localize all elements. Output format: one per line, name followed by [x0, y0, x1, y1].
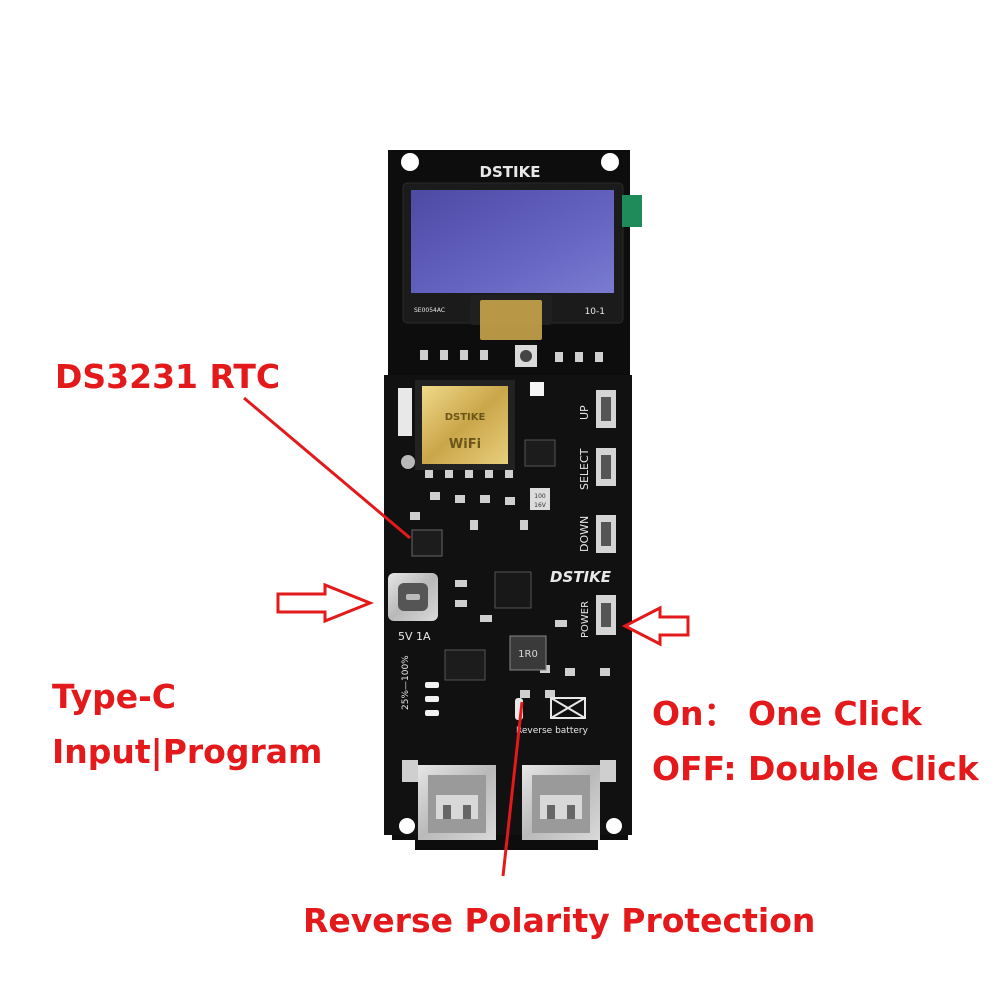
wifi-module: DSTIKE WiFi — [415, 380, 515, 470]
on-click-annotation: On： One Click — [652, 694, 922, 733]
smd-components — [410, 350, 610, 698]
oled-flex-tab — [622, 195, 642, 227]
oled-display: SE0054AC 10-1 — [402, 182, 624, 340]
annotation-lines — [243, 396, 524, 877]
button-up — [596, 390, 616, 428]
button-down — [596, 515, 616, 553]
inductor-code: 1R0 — [518, 649, 538, 660]
cap-value-b: 16V — [534, 502, 547, 509]
capacitor — [530, 488, 550, 510]
brand-top-text: DSTIKE — [480, 163, 541, 181]
button-select — [596, 448, 616, 486]
mount-hole — [399, 818, 415, 834]
rtc-annotation: DS3231 RTC — [55, 357, 281, 396]
inductor — [509, 635, 547, 671]
reverse-pointer-line — [501, 701, 524, 877]
antenna-connector — [401, 455, 415, 469]
mount-hole — [401, 153, 419, 171]
cap-value-a: 100 — [534, 493, 546, 500]
off-click-annotation: OFF: Double Click — [652, 749, 979, 788]
module-label: WiFi — [449, 437, 481, 452]
battery-scale-silk: 25%—100% — [401, 655, 411, 710]
type-c-port — [388, 573, 438, 621]
reverse-battery-silk: Reverse battery — [516, 726, 589, 736]
usb-a-port-left — [402, 760, 496, 840]
silk-up: UP — [578, 405, 591, 420]
oled-code-right: 10-1 — [585, 307, 605, 317]
battery-leds — [425, 682, 439, 716]
led-lens — [520, 350, 532, 362]
usb-a-port-right — [522, 760, 616, 840]
antenna-chip — [398, 388, 412, 436]
input-program-annotation: Input|Program — [52, 732, 323, 771]
button-power — [596, 595, 616, 635]
mount-hole — [601, 153, 619, 171]
battery-cross-icon — [550, 697, 586, 719]
usb-chip — [494, 571, 532, 609]
silk-power: POWER — [580, 601, 591, 638]
usb-rating-silk: 5V 1A — [398, 630, 431, 643]
type-c-arrow — [276, 582, 375, 624]
silk-select: SELECT — [578, 448, 591, 490]
regulator — [524, 439, 556, 467]
silk-down: DOWN — [578, 516, 591, 552]
rtc-pointer-line — [243, 396, 411, 540]
type-c-annotation: Type-C — [52, 677, 177, 716]
power-arrow — [621, 605, 690, 647]
oled-screen — [411, 190, 614, 293]
mount-hole — [606, 818, 622, 834]
status-led — [530, 382, 544, 396]
rtc-chip — [411, 529, 443, 557]
module-brand: DSTIKE — [445, 412, 486, 423]
brand-mid-text: DSTIKE — [550, 568, 612, 586]
charge-chip — [444, 649, 486, 681]
oled-code-left: SE0054AC — [414, 307, 445, 314]
reverse-protection-annotation: Reverse Polarity Protection — [303, 901, 816, 940]
